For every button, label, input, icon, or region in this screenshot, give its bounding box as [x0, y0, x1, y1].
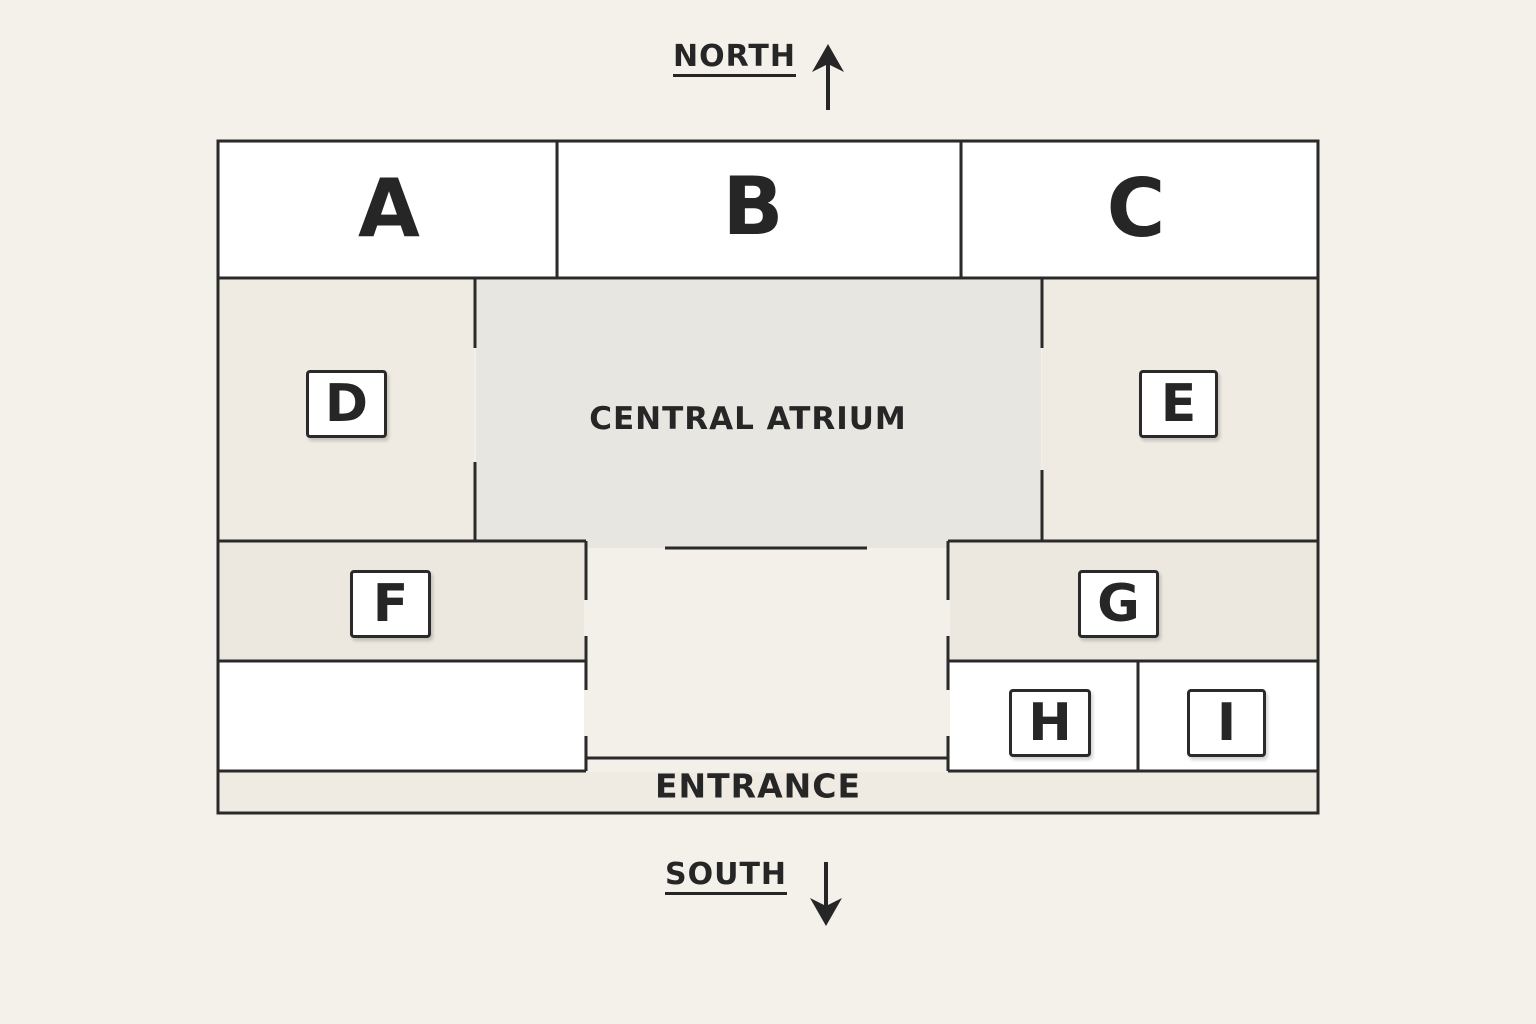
- entrance-area: [220, 772, 1316, 811]
- room-b-label: B: [722, 160, 784, 253]
- corridor-area: [587, 548, 948, 757]
- room-c-area: [963, 143, 1316, 278]
- entrance-label: ENTRANCE: [655, 766, 861, 806]
- room-unlabeled-area: [220, 662, 584, 770]
- atrium-area: [476, 280, 1041, 548]
- north-label: NORTH: [673, 42, 796, 77]
- south-indicator: SOUTH: [665, 860, 788, 895]
- central-atrium-label: CENTRAL ATRIUM: [589, 401, 907, 437]
- south-label: SOUTH: [665, 860, 788, 895]
- room-b-area: [559, 143, 961, 278]
- room-a-label: A: [358, 162, 420, 255]
- room-g-label: G: [1078, 570, 1159, 638]
- room-a-area: [220, 143, 557, 278]
- north-indicator: NORTH: [673, 42, 796, 77]
- room-d-label: D: [306, 370, 387, 438]
- room-i-label: I: [1187, 689, 1266, 757]
- arrow-down-icon: [810, 862, 842, 926]
- arrow-up-icon: [812, 44, 844, 110]
- room-c-label: C: [1106, 162, 1166, 255]
- room-e-label: E: [1139, 370, 1218, 438]
- room-h-label: H: [1009, 689, 1091, 757]
- room-f-label: F: [350, 570, 431, 638]
